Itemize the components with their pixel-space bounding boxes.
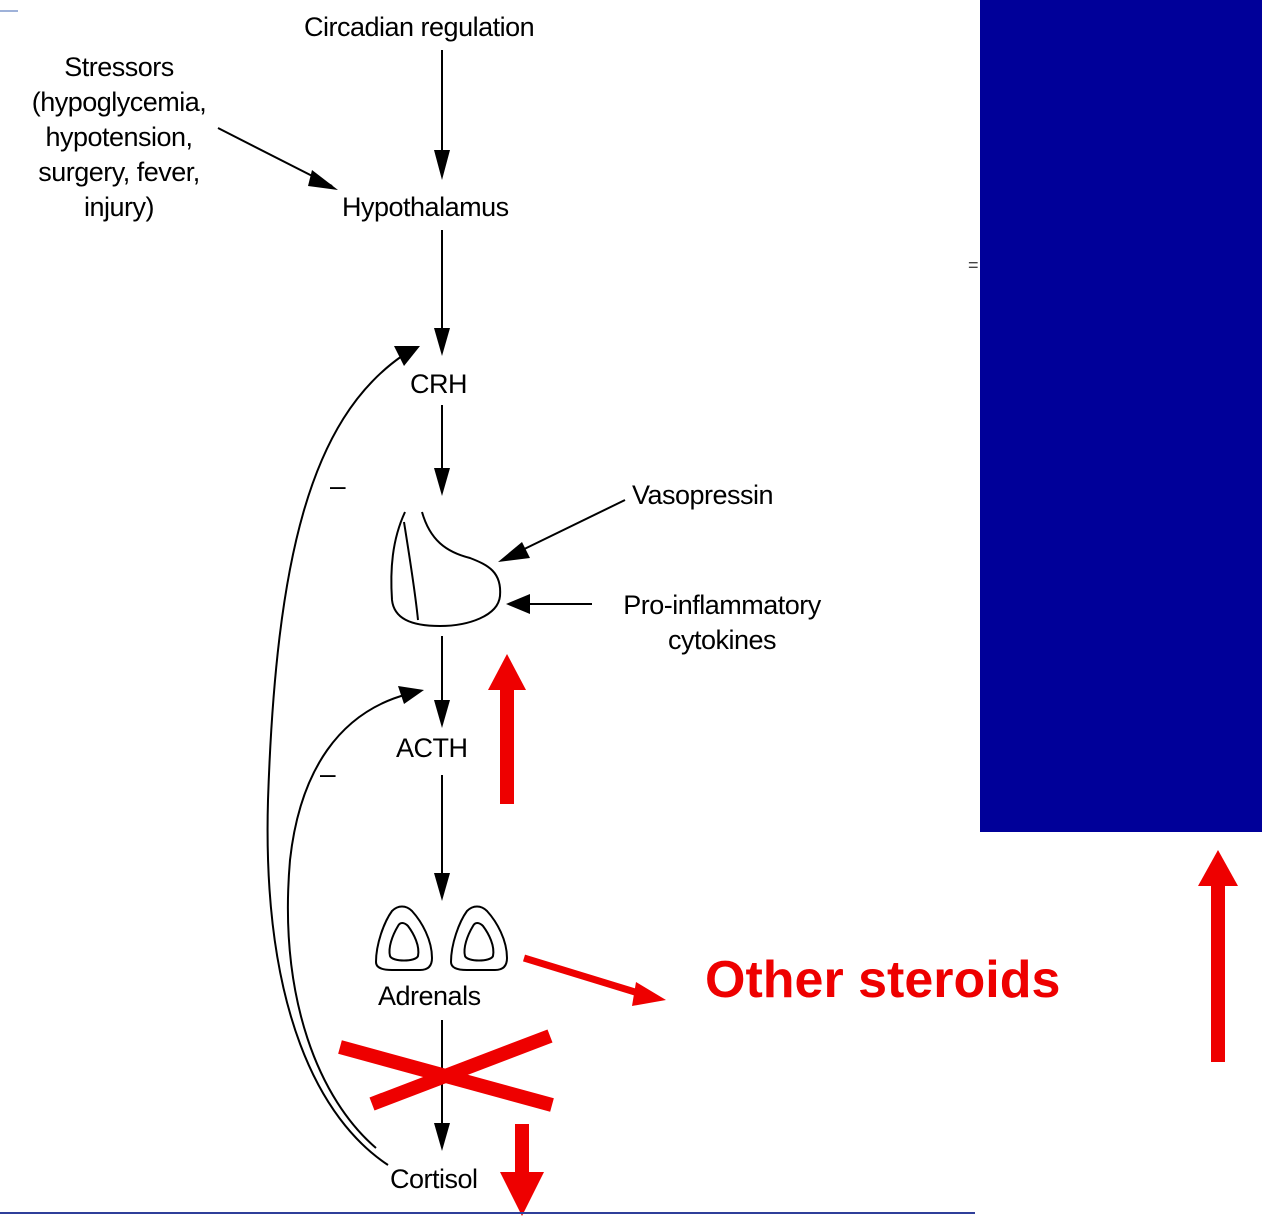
label-adrenals: Adrenals [378,981,481,1012]
label-other-steroids: Other steroids [705,950,1060,1010]
feedback-sign-crh: – [330,470,345,502]
red-up-arrow-acth-shaft [500,688,514,804]
feedback-loop-cortisol-to-acth [288,694,408,1148]
arrowhead-cytokines [506,594,530,614]
label-acth: ACTH [396,733,468,764]
pituitary-gland-icon [391,512,500,626]
red-arrow-to-other-steroids [524,958,648,996]
red-arrowhead-other-steroids [632,982,666,1006]
label-cortisol: Cortisol [390,1164,478,1195]
red-up-arrowhead-right [1198,850,1238,886]
arrowhead-vasopressin [498,542,530,562]
arrowhead-feedback-crh [394,346,420,366]
red-up-arrow-right-shaft [1211,882,1225,1062]
label-pro-inflammatory-cytokines: Pro-inflammatory cytokines [598,588,846,658]
adrenal-glands-icon [376,907,507,971]
arrowhead-hypothalamus-to-crh [434,328,450,356]
arrowhead-pituitary-to-acth [434,700,450,728]
arrowhead-acth-to-adrenals [434,873,450,901]
arrowhead-stressors [308,170,338,190]
label-circadian-regulation: Circadian regulation [304,12,534,43]
red-up-arrowhead-acth [488,654,526,690]
label-stressors: Stressors (hypoglycemia, hypotension, su… [14,50,224,225]
label-vasopressin: Vasopressin [632,480,773,511]
arrow-vasopressin-to-pituitary [512,500,625,555]
label-crh: CRH [410,369,467,400]
corner-tab [0,0,18,12]
equal-mark: = [968,255,979,276]
arrowhead-circadian-to-hypothalamus [434,150,450,180]
label-hypothalamus: Hypothalamus [342,192,509,223]
red-down-arrowhead-cortisol [500,1172,544,1216]
feedback-sign-acth: – [320,758,335,790]
red-down-arrow-cortisol-shaft [515,1124,529,1178]
bottom-line [0,1212,975,1214]
arrowhead-crh-to-pituitary [434,468,450,496]
blue-panel [980,0,1262,832]
arrowhead-feedback-acth [398,686,424,704]
arrowhead-adrenals-to-cortisol [434,1123,450,1151]
